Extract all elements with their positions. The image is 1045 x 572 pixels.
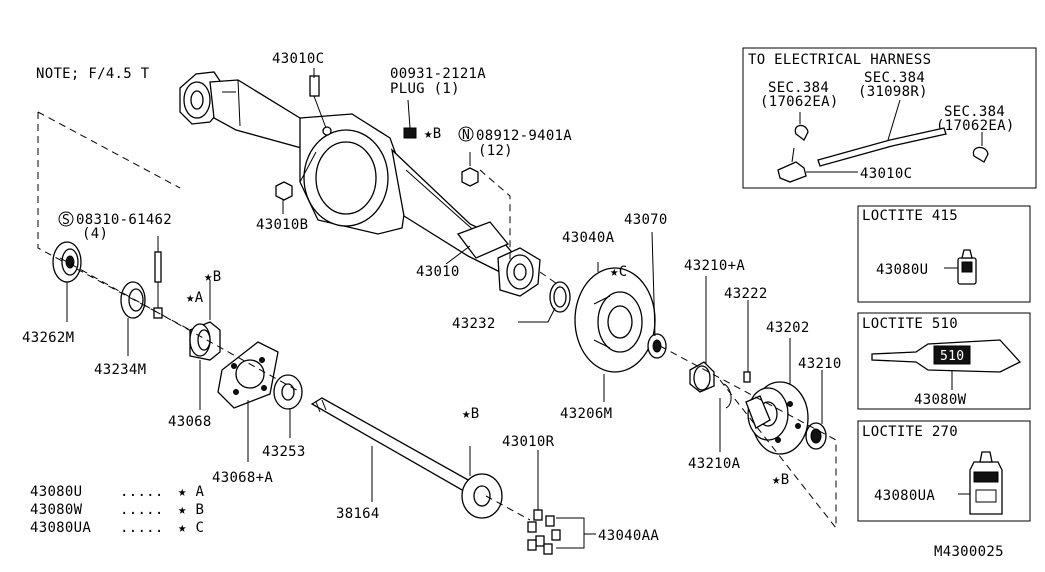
marker-b-bearing: ★B (204, 269, 221, 285)
oil-seal-43262M (52, 241, 82, 283)
label-08310: 08310-61462 (76, 212, 172, 228)
label-plug: PLUG (1) (390, 81, 460, 97)
harness-sec1: SEC.384 (768, 80, 829, 96)
brake-hose (817, 127, 947, 167)
legend-dots-1: ..... (120, 484, 164, 500)
axle-shaft-38164 (310, 397, 503, 519)
harness-part: 43010C (860, 166, 912, 182)
loctite-510-part: 43080W (914, 392, 967, 408)
loctite-415-box: LOCTITE 415 43080U (857, 205, 1031, 303)
label-43262M: 43262M (22, 330, 74, 346)
marker-b-plug: ★B (424, 126, 441, 142)
label-43232: 43232 (452, 316, 496, 332)
washer-43253 (273, 374, 303, 410)
circle-n-letter: N (462, 128, 470, 143)
marker-c-43040A: ★C (610, 264, 627, 280)
label-08912-qty: (12) (478, 143, 513, 159)
seal-43234M (120, 281, 146, 319)
harness-sec2-code: (31098R) (858, 84, 928, 100)
label-43206M: 43206M (560, 406, 612, 422)
harness-sec3: SEC.384 (944, 104, 1005, 120)
loctite-510-tube-text: 510 (940, 349, 964, 364)
legend-part-2: 43080W (30, 502, 83, 518)
hub-43202 (745, 381, 809, 455)
loctite-270-bottle (969, 461, 1003, 515)
label-43040AA: 43040AA (598, 528, 659, 544)
bearing-43068 (189, 321, 221, 361)
clip-left (794, 124, 809, 141)
bearing-43210 (805, 422, 827, 450)
assembly-center-lines (37, 111, 837, 529)
diagram-code: M4300025 (934, 544, 1004, 560)
label-43210A: 43210A (688, 456, 741, 472)
legend-mark-2: ★ B (178, 502, 204, 518)
label-43222: 43222 (724, 286, 768, 302)
loctite-510-title: LOCTITE 510 (862, 316, 958, 332)
label-00931: 00931-2121A (390, 66, 486, 82)
label-08912: 08912-9401A (476, 128, 572, 144)
studs-43040AA (527, 509, 561, 555)
seal-43070 (647, 333, 667, 359)
marker-b-shaft: ★B (462, 406, 479, 422)
label-08310-qty: (4) (82, 226, 108, 242)
retainer-43068A (217, 341, 279, 409)
bolt-08310 (153, 251, 163, 319)
label-43010C: 43010C (272, 51, 324, 67)
clip-right (972, 146, 989, 163)
harness-inset: TO ELECTRICAL HARNESS SEC.384 (17062EA) … (742, 47, 1037, 189)
loctite-270-title: LOCTITE 270 (862, 424, 958, 440)
leader-lines (66, 68, 823, 549)
label-43040A: 43040A (562, 230, 615, 246)
label-43253: 43253 (262, 444, 306, 460)
label-43070: 43070 (624, 212, 668, 228)
marker-a-bearing: ★A (186, 290, 204, 306)
legend-part-1: 43080U (30, 484, 82, 500)
drum-43206M (574, 267, 656, 373)
loctite-415-title: LOCTITE 415 (862, 208, 958, 224)
label-43010B: 43010B (256, 217, 308, 233)
drain-43010B (275, 181, 293, 201)
plug-00931 (403, 127, 417, 139)
circle-s-icon (58, 211, 74, 227)
loctite-415-part: 43080U (876, 262, 928, 278)
circle-s-letter: S (62, 213, 70, 228)
label-38164: 38164 (336, 506, 380, 522)
axle-housing-43010 (179, 71, 541, 297)
harness-sec2: SEC.384 (864, 70, 925, 86)
loctite-270-box: LOCTITE 270 43080UA (857, 420, 1031, 522)
nut-08912 (461, 152, 479, 187)
legend-part-3: 43080UA (30, 520, 91, 536)
bearing-43210A (689, 361, 715, 393)
label-43010: 43010 (416, 264, 460, 280)
label-43010R: 43010R (502, 434, 555, 450)
bolt-43222 (743, 362, 751, 383)
oring-43232 (549, 281, 571, 313)
label-43068A: 43068+A (212, 470, 273, 486)
label-43068: 43068 (168, 414, 212, 430)
loctite-270-part: 43080UA (874, 488, 935, 504)
adhesive-legend: 43080U ..... ★ A 43080W ..... ★ B 43080U… (30, 484, 204, 536)
legend-mark-1: ★ A (178, 484, 204, 500)
snap-ring-43210A (723, 383, 732, 409)
label-43202: 43202 (766, 320, 810, 336)
harness-title: TO ELECTRICAL HARNESS (748, 52, 931, 68)
note-text: NOTE; F/4.5 T (36, 66, 150, 82)
loctite-510-box: LOCTITE 510 43080W 510 (857, 312, 1031, 410)
legend-dots-3: ..... (120, 520, 164, 536)
legend-dots-2: ..... (120, 502, 164, 518)
harness-sec3-code: (17062EA) (936, 118, 1015, 134)
circle-n-icon (458, 126, 474, 142)
harness-connector (777, 161, 807, 183)
label-43210A-plus: 43210+A (684, 258, 745, 274)
harness-sec1-code: (17062EA) (760, 94, 839, 110)
marker-b-hub: ★B (772, 472, 789, 488)
label-43234M: 43234M (94, 362, 146, 378)
label-43210: 43210 (798, 356, 842, 372)
legend-mark-3: ★ C (178, 520, 204, 536)
